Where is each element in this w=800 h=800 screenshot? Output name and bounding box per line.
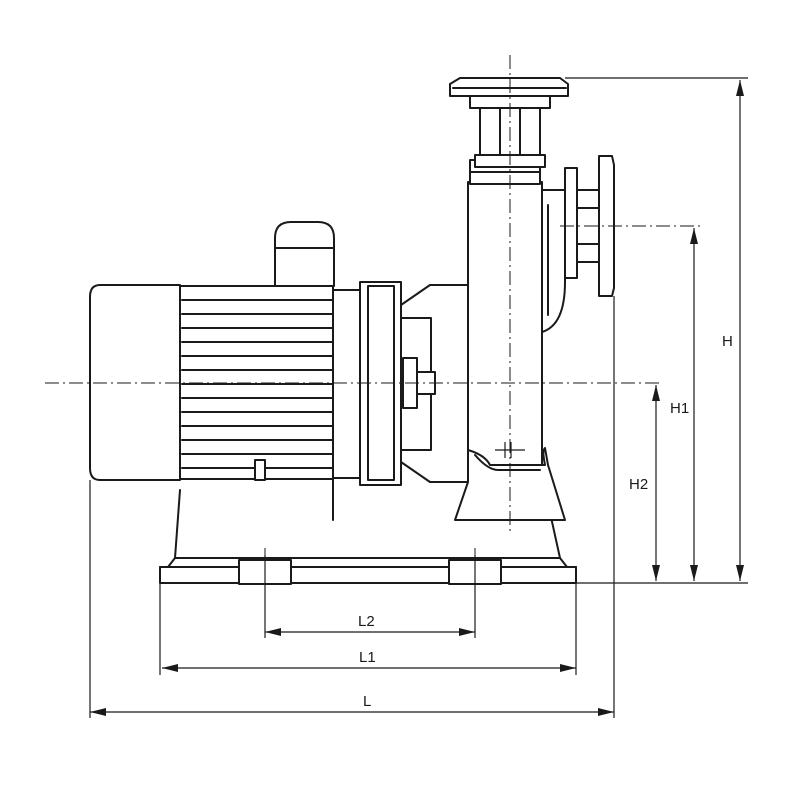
motor [89, 221, 361, 521]
top-inlet [449, 77, 569, 168]
dimension-H1: H1 [670, 228, 698, 581]
terminal-box [274, 221, 335, 287]
label-H1: H1 [670, 400, 689, 417]
label-L1: L1 [359, 649, 376, 666]
dimension-H: H [722, 80, 744, 581]
extension-lines [89, 77, 748, 718]
label-L2: L2 [358, 613, 375, 630]
label-H2: H2 [629, 476, 648, 493]
dimension-L: L [90, 693, 614, 716]
centerlines [45, 55, 700, 590]
dimension-L2: L2 [265, 613, 475, 636]
label-H: H [722, 333, 733, 350]
dimension-L1: L1 [162, 649, 576, 672]
dimension-H2: H2 [629, 385, 660, 581]
label-L: L [363, 693, 371, 710]
pump-casing [454, 159, 566, 521]
cooling-fins [181, 299, 334, 469]
